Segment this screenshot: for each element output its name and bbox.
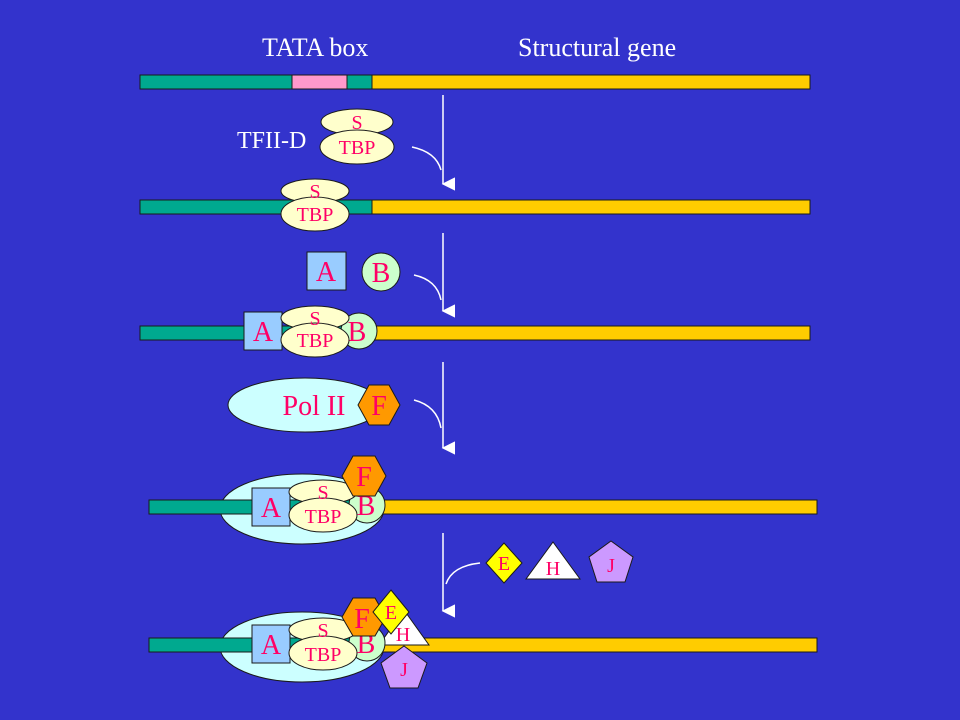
- dna-strand-4: [148, 499, 818, 515]
- factor-j-bound: J: [380, 645, 428, 689]
- s-subunit-label: S: [317, 482, 328, 504]
- factor-f-label: F: [356, 462, 372, 493]
- factor-h-label: H: [546, 558, 560, 580]
- tfiid-complex: S TBP: [319, 108, 395, 165]
- factor-a-label: A: [261, 630, 282, 661]
- pol2-label: Pol II: [283, 391, 346, 422]
- factor-e-label: E: [385, 602, 397, 624]
- tfiid-label: TFII-D: [237, 128, 306, 154]
- factor-f-label: F: [354, 604, 370, 635]
- s-subunit-label: S: [309, 181, 320, 203]
- dna-strand-2: [139, 199, 811, 215]
- tfiid-bound: S TBP: [288, 617, 358, 671]
- factor-a-bound: A: [243, 311, 283, 351]
- structural-gene-segment: [371, 74, 811, 90]
- tata-box-segment: [291, 74, 348, 90]
- factor-f-shape: [357, 384, 401, 426]
- tbp-label: TBP: [297, 330, 334, 352]
- factor-j-label: J: [607, 555, 615, 577]
- dna-strand-1: [139, 74, 811, 90]
- factor-a-label: A: [261, 493, 282, 524]
- factor-h-label: H: [396, 624, 410, 646]
- s-subunit-label: S: [317, 620, 328, 642]
- factor-f-label: F: [371, 391, 387, 422]
- tfiid-bound: S TBP: [288, 479, 358, 533]
- tbp-label: TBP: [297, 204, 334, 226]
- factor-a-label: A: [253, 317, 274, 348]
- tbp-label: TBP: [305, 644, 342, 666]
- factor-f-bound: F: [341, 455, 387, 497]
- factor-h-free: H: [525, 541, 581, 580]
- factor-e-bound: E: [372, 589, 410, 635]
- factor-a-bound: A: [251, 624, 291, 664]
- factor-b-free: B: [361, 252, 401, 292]
- factor-a-free: A: [306, 251, 347, 291]
- step-arrow-3: [413, 362, 456, 455]
- tfiid-bound: S TBP: [280, 305, 350, 358]
- s-subunit-label: S: [309, 308, 320, 330]
- factor-a-label: A: [316, 257, 337, 288]
- tfiid-bound: S TBP: [280, 178, 350, 232]
- factor-b-label: B: [357, 629, 376, 660]
- s-subunit-label: S: [351, 112, 362, 134]
- factor-f-bound: F: [341, 597, 387, 637]
- tata-box-label: TATA box: [262, 33, 368, 62]
- factor-b-label: B: [372, 258, 391, 289]
- step-arrow-4: [441, 533, 481, 618]
- factor-j-free: J: [588, 540, 634, 583]
- step-arrow-2: [413, 233, 456, 318]
- pol2-f-complex: Pol II F: [227, 377, 401, 433]
- tbp-label: TBP: [305, 506, 342, 528]
- dna-strand-5: [148, 637, 818, 653]
- factor-b-label: B: [348, 317, 367, 348]
- dna-strand-3: [139, 325, 811, 341]
- factor-a-bound: A: [251, 487, 291, 527]
- tbp-label: TBP: [339, 137, 376, 159]
- factor-j-label: J: [400, 659, 408, 681]
- step-arrow-1: [411, 95, 456, 191]
- factor-b-bound: B: [340, 312, 378, 350]
- factor-e-label: E: [498, 553, 510, 575]
- structural-gene-label: Structural gene: [518, 33, 676, 62]
- factor-e-free: E: [485, 542, 523, 584]
- factor-b-label: B: [357, 491, 376, 522]
